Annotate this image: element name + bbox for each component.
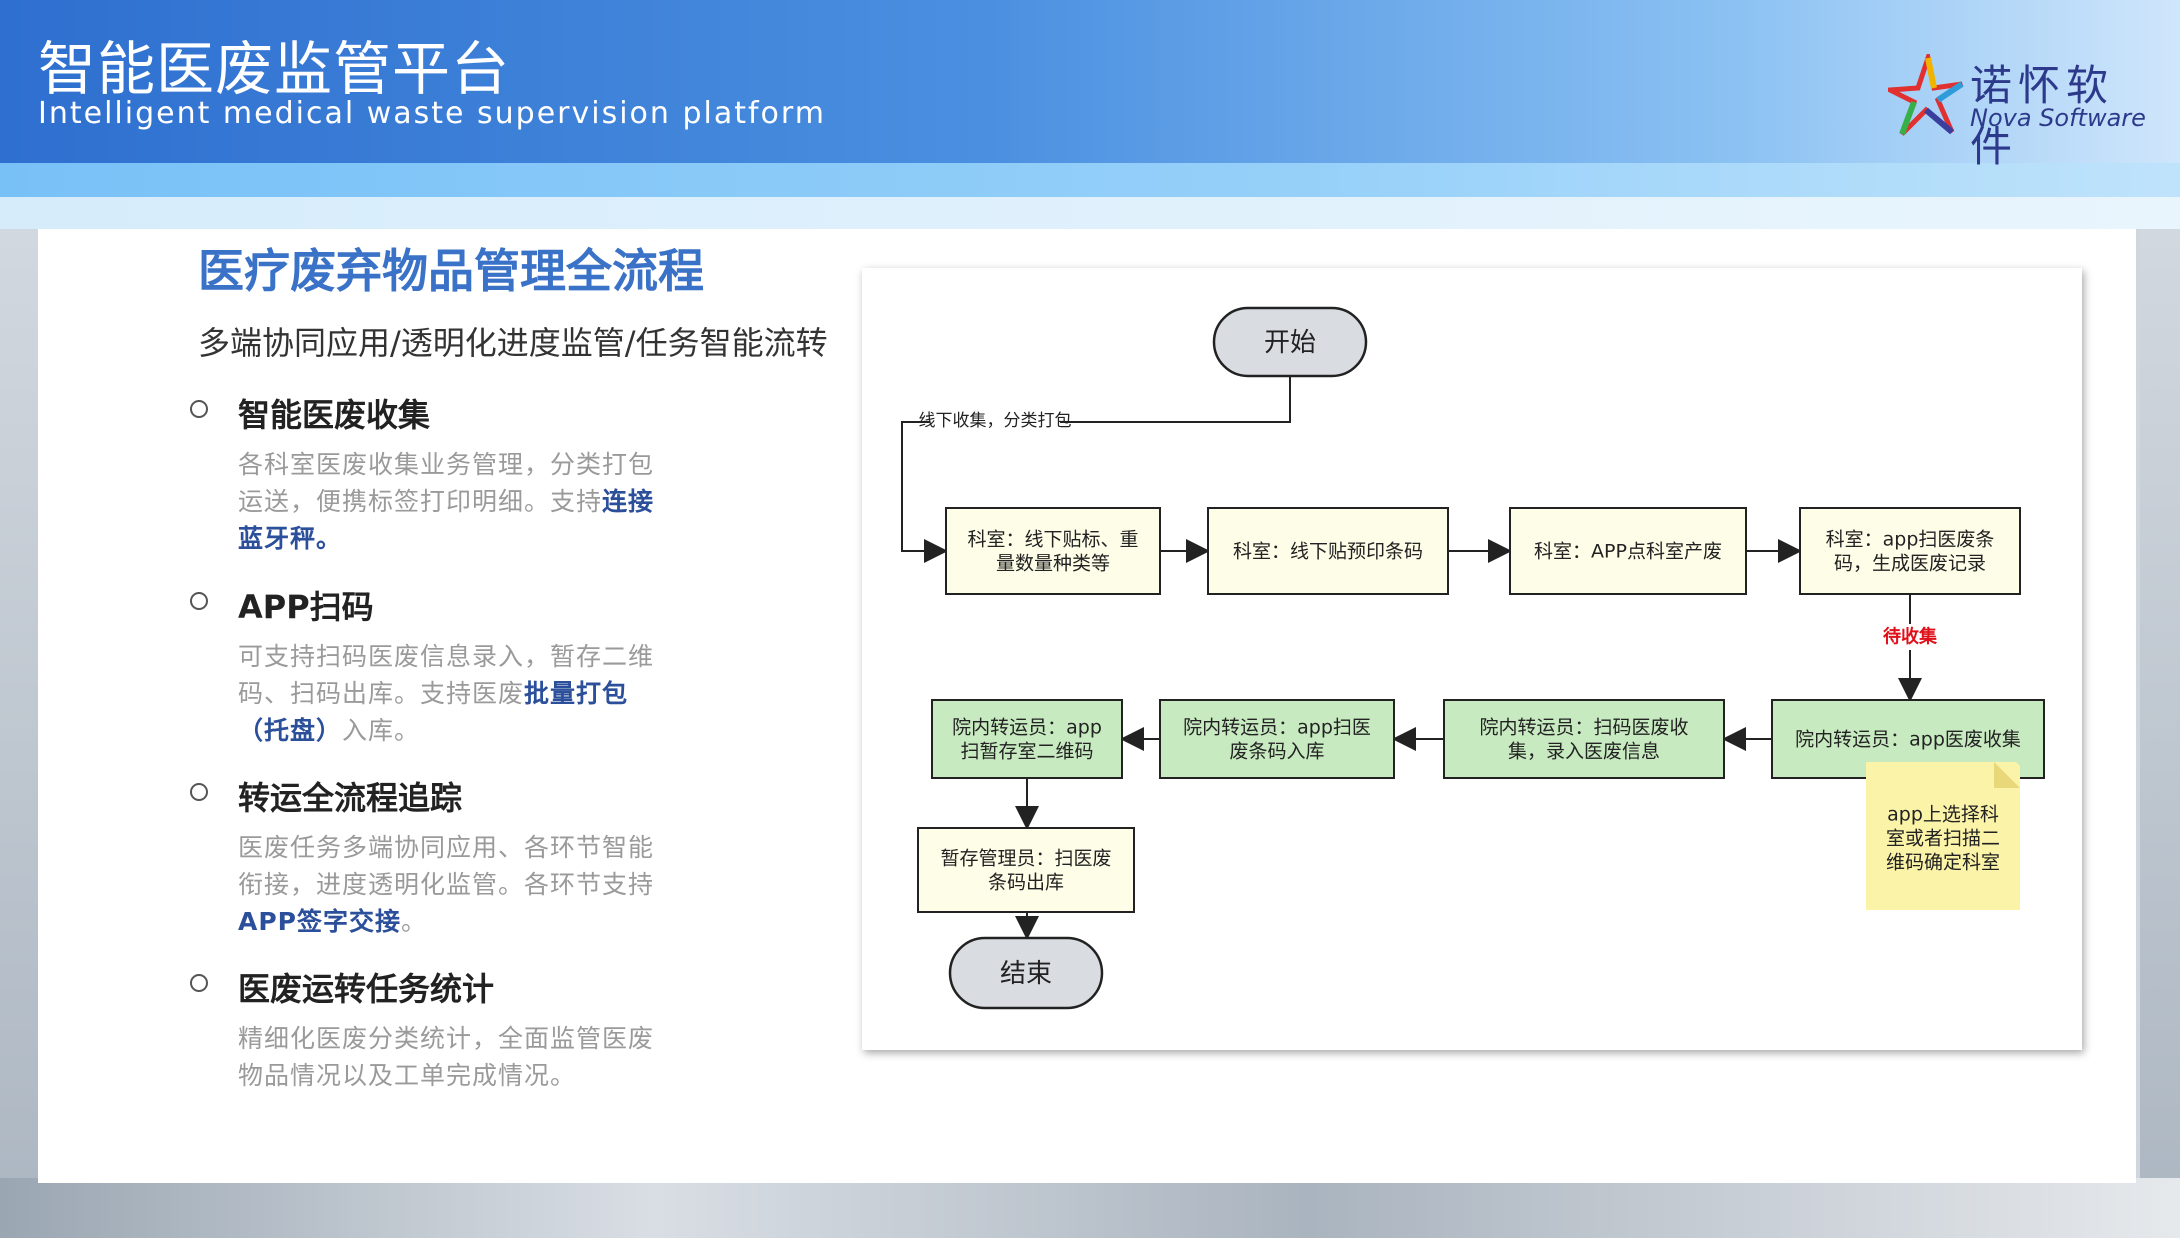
process-step-1-label: 科室：线下贴标、重量数量种类等 (967, 529, 1138, 575)
section-subtitle: 多端协同应用/透明化进度监管/任务智能流转 (198, 324, 828, 362)
edge-start-to-step1 (901, 376, 1291, 563)
feature-text-tail: 。 (401, 907, 428, 936)
process-step-3-shape (1509, 507, 1747, 595)
star-logo-icon (1888, 54, 1964, 136)
end-node-label: 结束 (1000, 959, 1052, 989)
note-fold (1994, 762, 2020, 788)
feature-heading: 医废运转任务统计 (238, 970, 495, 1008)
transfer-step-3-shape (1443, 699, 1725, 779)
bullet-icon (190, 592, 208, 610)
bullet-icon (190, 783, 208, 801)
feature-text: 精细化医废分类统计，全面监管医废物品情况以及工单完成情况。 (238, 1020, 678, 1094)
start-node: 开始 (1212, 306, 1368, 378)
process-step-2: 科室：线下贴预印条码 (1207, 507, 1449, 595)
start-node-shape (1212, 306, 1368, 378)
page-subtitle-en: Intelligent medical waste supervision pl… (38, 96, 826, 131)
transfer-step-1-shape (931, 699, 1123, 779)
flowchart: 开始结束 科室：线下贴标、重量数量种类等 科室：线下贴预印条码 科室：APP点科室产废… (862, 268, 2082, 1050)
process-step-1-shape (945, 507, 1161, 595)
feature-highlight: 连接蓝牙秤。 (238, 487, 655, 553)
header-bar (0, 0, 2180, 163)
process-step-2-shape (1207, 507, 1449, 595)
section-title: 医疗废弃物品管理全流程 (198, 244, 704, 298)
process-step-4: 科室：app扫医废条码，生成医废记录 (1799, 507, 2021, 595)
feature-heading: 智能医废收集 (238, 396, 431, 434)
feature-heading: APP扫码 (238, 588, 374, 626)
transfer-step-4-label: 院内转运员：app医废收集 (1795, 729, 2021, 751)
storage-step-label: 暂存管理员：扫医废条码出库 (940, 848, 1111, 894)
brand-name-cn: 诺怀软件 (1970, 61, 2115, 171)
storage-step-shape (917, 827, 1135, 913)
process-step-4-shape (1799, 507, 2021, 595)
feature-text-body: 可支持扫码医废信息录入，暂存二维码、扫码出库。支持医废 (238, 642, 655, 708)
feature-highlight: APP签字交接 (238, 907, 401, 936)
start-node-label: 开始 (1264, 328, 1316, 358)
background-left (0, 228, 40, 1178)
process-step-3: 科室：APP点科室产废 (1509, 507, 1747, 595)
feature-highlight: 批量打包（托盘） (238, 679, 629, 745)
storage-step: 暂存管理员：扫医废条码出库 (917, 827, 1135, 913)
edge-label-bg (1874, 624, 1946, 650)
background-bottom (0, 1178, 2180, 1238)
feature-text-tail: 入库。 (342, 716, 421, 745)
brand-logo: 诺怀软件 Nova Software (1888, 48, 2158, 171)
transfer-step-2: 院内转运员：app扫医废条码入库 (1159, 699, 1395, 779)
feature-text-body: 医废任务多端协同应用、各环节智能衔接，进度透明化监管。各环节支持 (238, 833, 655, 899)
background-right (2140, 228, 2180, 1178)
header-band-light (0, 197, 2180, 229)
feature-text: 可支持扫码医废信息录入，暂存二维码、扫码出库。支持医废批量打包（托盘）入库。 (238, 638, 678, 749)
bullet-icon (190, 974, 208, 992)
end-node-shape (948, 936, 1104, 1010)
feature-text-body: 各科室医废收集业务管理，分类打包运送，便携标签打印明细。支持 (238, 450, 655, 516)
transfer-step-3-label: 院内转运员：扫码医废收集，录入医废信息 (1479, 717, 1688, 763)
note-label: app上选择科室或者扫描二维码确定科室 (1886, 804, 2000, 874)
note-shape (1866, 762, 2020, 910)
process-step-1: 科室：线下贴标、重量数量种类等 (945, 507, 1161, 595)
brand-name-en: Nova Software (1970, 104, 2146, 132)
transfer-step-2-shape (1159, 699, 1395, 779)
annotation-note: app上选择科室或者扫描二维码确定科室 (1866, 762, 2020, 910)
edge-label-bg (930, 408, 1060, 434)
end-node: 结束 (948, 936, 1104, 1010)
feature-text: 各科室医废收集业务管理，分类打包运送，便携标签打印明细。支持连接蓝牙秤。 (238, 446, 678, 557)
transfer-step-3: 院内转运员：扫码医废收集，录入医废信息 (1443, 699, 1725, 779)
feature-text: 医废任务多端协同应用、各环节智能衔接，进度透明化监管。各环节支持 APP签字交接。 (238, 829, 678, 940)
edge-label-offline: 线下收集，分类打包 (919, 411, 1072, 431)
feature-text-body: 精细化医废分类统计，全面监管医废物品情况以及工单完成情况。 (238, 1024, 655, 1090)
feature-heading: 转运全流程追踪 (238, 779, 463, 817)
transfer-step-2-label: 院内转运员：app扫医废条码入库 (1183, 717, 1371, 763)
process-step-4-label: 科室：app扫医废条码，生成医废记录 (1826, 529, 1995, 575)
header-band (0, 163, 2180, 197)
page-title: 智能医废监管平台 (38, 35, 511, 103)
process-step-3-label: 科室：APP点科室产废 (1534, 541, 1722, 563)
process-step-2-label: 科室：线下贴预印条码 (1233, 541, 1423, 563)
bullet-icon (190, 400, 208, 418)
edge-label-pending: 待收集 (1883, 625, 1938, 647)
